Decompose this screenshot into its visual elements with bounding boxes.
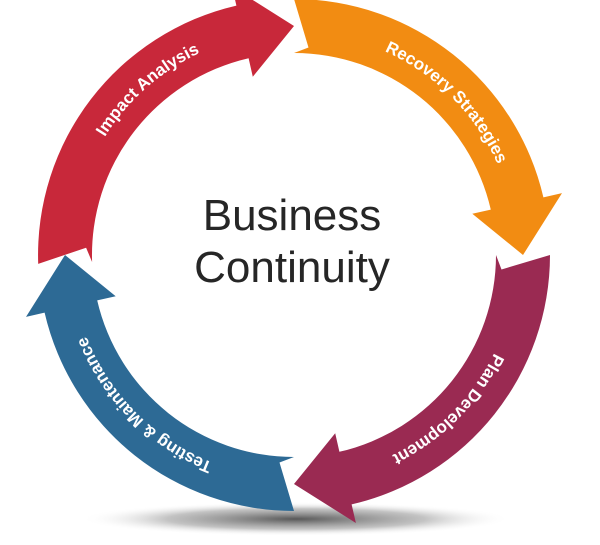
title-line-2: Continuity xyxy=(194,243,390,292)
impact-analysis-arrow xyxy=(38,0,294,264)
title-line-1: Business xyxy=(203,191,382,240)
floor-shadow xyxy=(81,502,511,536)
testing-maintenance-arrow xyxy=(26,255,294,511)
plan-development-arrow xyxy=(294,255,550,523)
recovery-strategies-arrow xyxy=(294,0,562,255)
